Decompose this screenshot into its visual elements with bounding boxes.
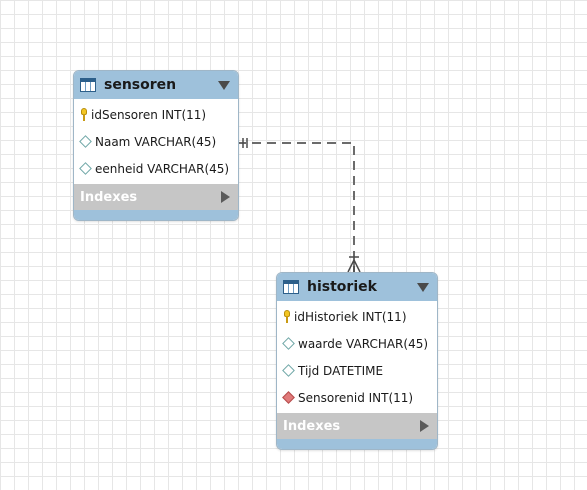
indexes-label: Indexes	[283, 418, 341, 434]
entity-header[interactable]: sensoren	[74, 71, 238, 99]
column-row[interactable]: eenheid VARCHAR(45)	[74, 155, 238, 182]
indexes-bar[interactable]: Indexes	[277, 413, 437, 439]
column-label: idHistoriek INT(11)	[294, 309, 407, 324]
column-label: waarde VARCHAR(45)	[298, 336, 429, 351]
entity-title: historiek	[307, 279, 377, 295]
entity-sensoren[interactable]: sensoren idSensoren INT(11) Naam VARCHAR…	[73, 70, 239, 221]
column-diamond-icon	[79, 135, 92, 148]
column-label: idSensoren INT(11)	[91, 107, 207, 122]
column-diamond-icon	[282, 337, 295, 350]
expand-arrow-icon[interactable]	[221, 191, 230, 203]
column-row[interactable]: Tijd DATETIME	[277, 357, 437, 384]
entity-footer	[277, 439, 437, 449]
entity-footer	[74, 210, 238, 220]
foreign-key-diamond-icon	[282, 391, 295, 404]
entity-historiek[interactable]: historiek idHistoriek INT(11) waarde VAR…	[276, 272, 438, 450]
expand-arrow-icon[interactable]	[420, 420, 429, 432]
column-label: Tijd DATETIME	[298, 363, 384, 378]
primary-key-icon	[283, 309, 291, 324]
one-or-many-marker	[347, 256, 361, 273]
collapse-arrow-icon[interactable]	[218, 80, 230, 90]
column-label: Naam VARCHAR(45)	[95, 134, 217, 149]
column-list: idHistoriek INT(11) waarde VARCHAR(45) T…	[277, 301, 437, 413]
column-label: Sensorenid INT(11)	[298, 390, 414, 405]
column-diamond-icon	[79, 162, 92, 175]
table-icon	[283, 280, 299, 294]
relationship-line[interactable]	[237, 142, 355, 272]
column-diamond-icon	[282, 364, 295, 377]
column-row[interactable]: idHistoriek INT(11)	[277, 303, 437, 330]
collapse-arrow-icon[interactable]	[417, 282, 429, 292]
entity-title: sensoren	[104, 77, 177, 93]
column-label: eenheid VARCHAR(45)	[95, 161, 230, 176]
column-row[interactable]: Sensorenid INT(11)	[277, 384, 437, 411]
column-row[interactable]: idSensoren INT(11)	[74, 101, 238, 128]
table-icon	[80, 78, 96, 92]
indexes-bar[interactable]: Indexes	[74, 184, 238, 210]
column-list: idSensoren INT(11) Naam VARCHAR(45) eenh…	[74, 99, 238, 184]
primary-key-icon	[80, 107, 88, 122]
column-row[interactable]: Naam VARCHAR(45)	[74, 128, 238, 155]
column-row[interactable]: waarde VARCHAR(45)	[277, 330, 437, 357]
indexes-label: Indexes	[80, 189, 138, 205]
entity-header[interactable]: historiek	[277, 273, 437, 301]
one-and-only-one-marker	[242, 138, 248, 148]
